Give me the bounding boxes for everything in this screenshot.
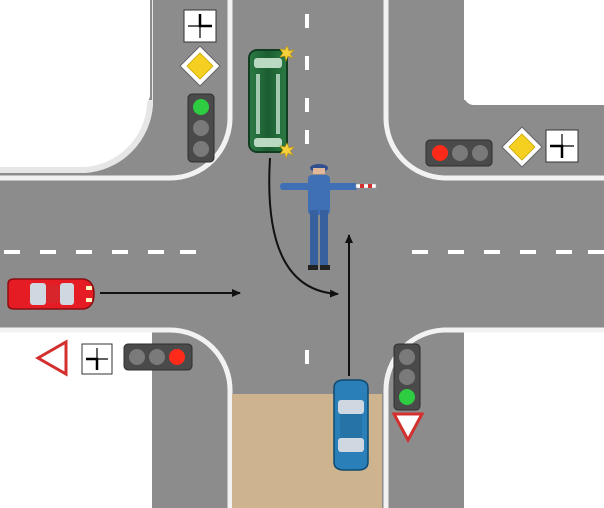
priority-road-sign-top-right — [501, 126, 543, 168]
traffic-controller — [280, 164, 377, 270]
intersection-plate-bottom-left — [81, 343, 113, 375]
traffic-light-top-left — [187, 93, 215, 163]
intersection-plate-top-right — [545, 129, 579, 163]
intersection-plate-top-left — [183, 9, 217, 43]
traffic-light-bottom-right — [393, 343, 421, 411]
traffic-light-bottom-left — [123, 343, 193, 371]
arrow-bus-left-turn — [268, 157, 339, 298]
blue-car — [333, 379, 369, 471]
red-car — [7, 278, 95, 310]
priority-road-sign-top-left — [179, 45, 221, 87]
give-way-sign-left — [34, 339, 68, 377]
traffic-light-top-right — [425, 139, 493, 167]
lane-markings — [4, 14, 604, 364]
hazard-light-icon — [279, 45, 295, 160]
green-bus — [248, 45, 295, 160]
movement-arrows — [100, 157, 353, 376]
give-way-sign-bottom-right — [391, 412, 425, 444]
baton-icon — [355, 183, 377, 189]
